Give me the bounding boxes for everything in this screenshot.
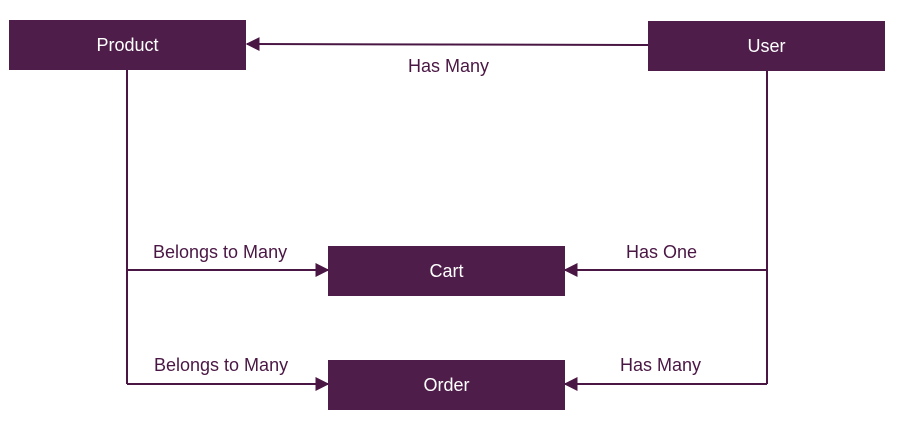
cart-entity: Cart — [328, 246, 565, 296]
product-entity-label: Product — [96, 34, 159, 55]
user-order-relationship-label: Has Many — [620, 355, 702, 375]
user-to-product-connector — [245, 37, 649, 52]
cart-entity-label: Cart — [429, 260, 464, 281]
order-entity-label: Order — [423, 374, 470, 395]
user-cart-relationship-label: Has One — [626, 242, 698, 262]
product-cart-relationship-label: Belongs to Many — [153, 242, 288, 262]
user-product-relationship-label: Has Many — [408, 56, 490, 76]
user-entity-label: User — [747, 35, 786, 56]
product-order-relationship-label: Belongs to Many — [154, 355, 289, 375]
product-entity: Product — [9, 20, 246, 70]
user-entity: User — [648, 21, 885, 71]
order-entity: Order — [328, 360, 565, 410]
